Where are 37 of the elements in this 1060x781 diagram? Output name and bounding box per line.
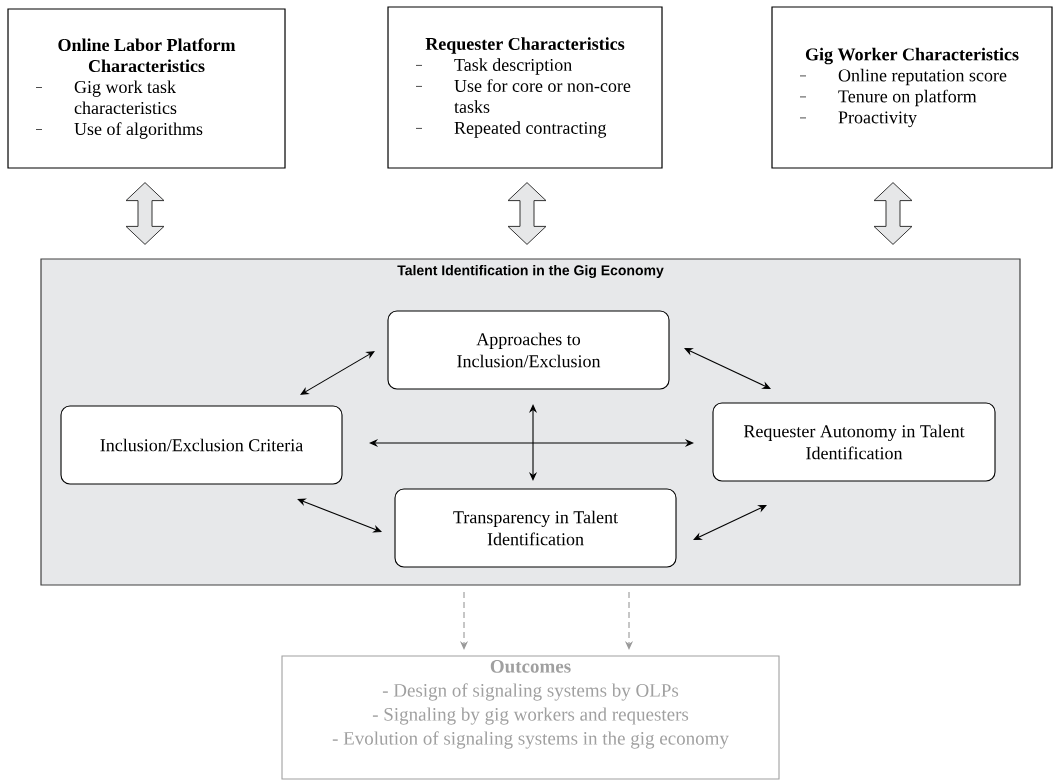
list-item: Task description [454, 58, 572, 75]
concept-box [387, 310, 670, 390]
box-heading: Outcomes [490, 660, 571, 673]
characteristics-box [7, 8, 286, 169]
outcomes-box [281, 655, 780, 780]
list-item: Repeated contracting [454, 121, 607, 138]
list-item: Use for core or non-core tasks [454, 79, 631, 113]
box-label: Inclusion/Exclusion Criteria [100, 438, 303, 452]
list-item: - Evolution of signaling systems in the gig economy [332, 731, 729, 749]
arrow [300, 351, 375, 395]
arrow [297, 498, 382, 533]
concept-box [394, 488, 677, 568]
arrow [693, 505, 767, 540]
concept-box [60, 405, 343, 485]
box-label: Requester Autonomy in Talent Identification [743, 424, 965, 460]
box-heading: Requester Characteristics [425, 37, 625, 54]
list-item: - Design of signaling systems by OLPs [382, 683, 679, 701]
list-item: Proactivity [838, 111, 917, 128]
list-item: - Signaling by gig workers and requesters [372, 707, 689, 725]
characteristics-box [387, 6, 663, 169]
block-arrow [507, 182, 547, 245]
concept-box [712, 402, 996, 482]
block-arrow [873, 182, 913, 245]
box-label: Approaches to Inclusion/Exclusion [457, 332, 601, 368]
list-item: Online reputation score [838, 68, 1007, 86]
list-item: Tenure on platform [838, 89, 977, 107]
arrow [369, 438, 694, 448]
block-arrow [125, 182, 165, 245]
list-item: Gig work task characteristics [74, 80, 177, 115]
box-label: Transparency in Talent Identification [453, 510, 618, 546]
panel-title: Talent Identification in the Gig Economy [397, 265, 664, 279]
characteristics-box [771, 6, 1053, 169]
box-heading: Online Labor Platform Characteristics [58, 38, 236, 73]
arrow [684, 348, 771, 389]
list-item: Use of algorithms [74, 122, 203, 139]
arrow [528, 404, 538, 481]
box-heading: Gig Worker Characteristics [805, 47, 1019, 65]
